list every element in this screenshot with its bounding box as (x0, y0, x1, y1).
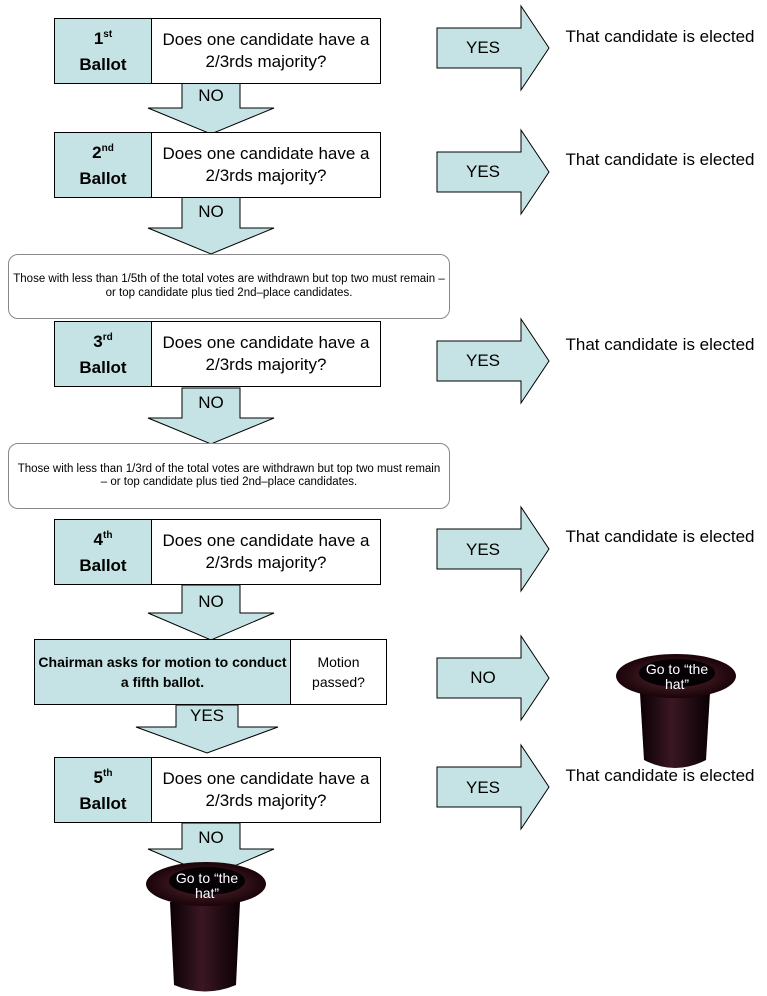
down-arrow-4 (147, 584, 275, 641)
no-label-3: NO (198, 393, 224, 412)
no-label-1: NO (198, 86, 224, 105)
withdrawal-note-1: Those with less than 1/5th of the total … (8, 254, 450, 319)
ballot-label-3: 3rd Ballot (54, 321, 152, 387)
yes-label-motion: YES (189, 706, 225, 725)
result-text-1: That candidate is elected (565, 27, 755, 46)
majority-question-3: Does one candidate have a 2/3rds majorit… (151, 321, 381, 387)
top-hat-right-icon (616, 654, 736, 768)
ballot-label-2: 2nd Ballot (54, 132, 152, 198)
result-text-5: That candidate is elected (565, 766, 755, 785)
yes-label-2: YES (465, 162, 501, 181)
go-to-hat-label-right: Go to “the hat” (645, 661, 709, 692)
chairman-motion-box: Chairman asks for motion to conduct a fi… (34, 639, 291, 705)
ballot-word: Ballot (79, 168, 127, 188)
ballot-number: 4 (93, 529, 103, 549)
right-arrow-6 (436, 743, 550, 831)
ballot-suffix: th (103, 767, 113, 779)
right-arrow-1 (436, 4, 550, 92)
ballot-word: Ballot (79, 54, 127, 74)
ballot-number: 5 (93, 767, 103, 787)
right-arrow-3 (436, 317, 550, 405)
ballot-label-5: 5th Ballot (54, 757, 152, 823)
down-arrow-6 (147, 822, 275, 877)
majority-question-2: Does one candidate have a 2/3rds majorit… (151, 132, 381, 198)
majority-question-1: Does one candidate have a 2/3rds majorit… (151, 18, 381, 84)
down-arrow-1 (147, 82, 275, 135)
ballot-label-1: 1st Ballot (54, 18, 152, 84)
ballot-number: 3 (93, 331, 103, 351)
ballot-suffix: th (103, 529, 113, 541)
majority-question-5: Does one candidate have a 2/3rds majorit… (151, 757, 381, 823)
ballot-suffix: nd (101, 142, 114, 154)
yes-label-1: YES (465, 38, 501, 57)
ballot-word: Ballot (79, 793, 127, 813)
down-arrow-2 (147, 196, 275, 255)
down-arrow-3 (147, 387, 275, 445)
ballot-number: 1 (93, 28, 104, 48)
ballot-suffix: st (103, 28, 113, 40)
yes-label-5: YES (465, 778, 501, 797)
top-hat-bottom-icon (146, 862, 266, 992)
ballot-label-4: 4th Ballot (54, 519, 152, 585)
yes-label-4: YES (465, 540, 501, 559)
yes-label-3: YES (465, 351, 501, 370)
majority-question-4: Does one candidate have a 2/3rds majorit… (151, 519, 381, 585)
result-text-2: That candidate is elected (565, 150, 755, 169)
ballot-suffix: rd (102, 331, 113, 343)
no-label-5: NO (198, 828, 224, 847)
no-label-motion: NO (470, 668, 496, 687)
go-to-hat-label-bottom: Go to “the hat” (175, 870, 239, 901)
motion-passed-question: Motion passed? (290, 639, 387, 705)
right-arrow-2 (436, 128, 550, 216)
result-text-3: That candidate is elected (565, 335, 755, 354)
right-arrow-5 (436, 634, 550, 722)
ballot-word: Ballot (79, 555, 127, 575)
withdrawal-note-2: Those with less than 1/3rd of the total … (8, 443, 450, 509)
no-label-2: NO (198, 202, 224, 221)
result-text-4: That candidate is elected (565, 527, 755, 546)
ballot-word: Ballot (79, 357, 127, 377)
no-label-4: NO (198, 592, 224, 611)
right-arrow-4 (436, 505, 550, 593)
down-arrow-5 (135, 704, 279, 754)
ballot-number: 2 (92, 142, 102, 162)
